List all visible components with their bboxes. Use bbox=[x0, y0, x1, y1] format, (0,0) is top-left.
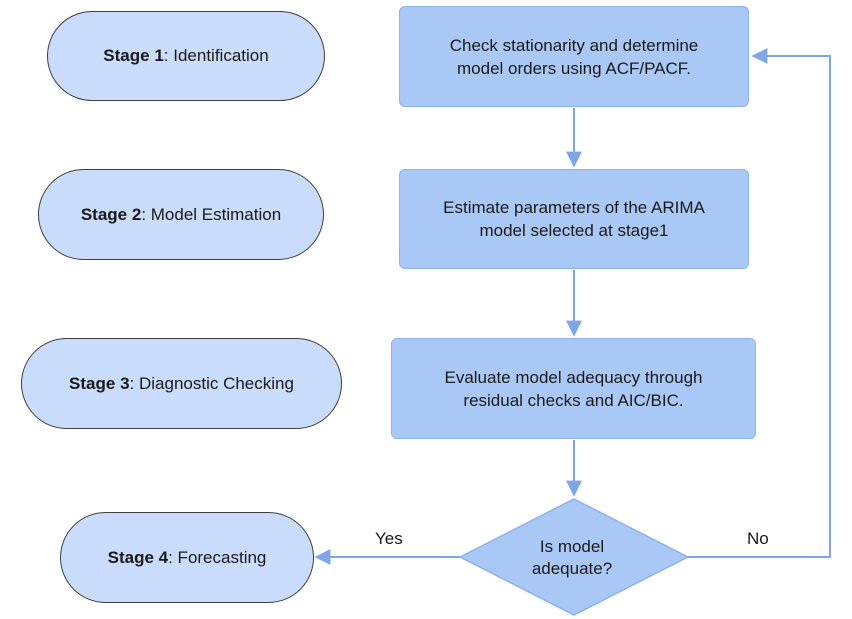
stage-1-number: Stage 1 bbox=[103, 46, 164, 65]
stage-3-label: : Diagnostic Checking bbox=[129, 373, 294, 393]
process-box-3-line-2: residual checks and AIC/BIC. bbox=[463, 390, 684, 410]
stage-4-number: Stage 4 bbox=[107, 547, 169, 567]
arrow-no-loop-back bbox=[688, 48, 831, 558]
decision-text: Is model adequate? bbox=[512, 536, 632, 580]
stage-3-pill: Stage 3: Diagnostic Checking bbox=[21, 338, 342, 429]
stage-1-pill: Stage 1: Identification bbox=[47, 11, 325, 101]
yes-label: Yes bbox=[375, 529, 403, 548]
stage-4-pill: Stage 4: Forecasting bbox=[60, 512, 314, 603]
stage-2-label: : Model Estimation bbox=[141, 204, 282, 224]
stage-4-label: : Forecasting bbox=[168, 547, 267, 567]
decision-line-1: Is model bbox=[539, 537, 605, 556]
stage-2-number: Stage 2 bbox=[80, 204, 142, 224]
stage-1-label: : Identification bbox=[163, 46, 269, 65]
process-box-diagnostic: Evaluate model adequacy through residual… bbox=[391, 338, 756, 439]
process-box-estimation: Estimate parameters of the ARIMA model s… bbox=[399, 169, 749, 269]
decision-line-2: adequate? bbox=[531, 559, 613, 578]
stage-2-pill: Stage 2: Model Estimation bbox=[38, 169, 324, 260]
stage-3-number: Stage 3 bbox=[69, 373, 130, 393]
process-box-1-line-1: Check stationarity and determine bbox=[449, 35, 699, 55]
process-box-3-line-1: Evaluate model adequacy through bbox=[444, 367, 703, 387]
decision-diamond bbox=[458, 498, 690, 616]
no-label: No bbox=[747, 529, 769, 548]
process-box-1-line-2: model orders using ACF/PACF. bbox=[457, 58, 691, 78]
process-box-identification: Check stationarity and determine model o… bbox=[399, 6, 749, 107]
process-box-2-line-2: model selected at stage1 bbox=[479, 221, 669, 240]
process-box-2-line-1: Estimate parameters of the ARIMA bbox=[443, 198, 705, 217]
